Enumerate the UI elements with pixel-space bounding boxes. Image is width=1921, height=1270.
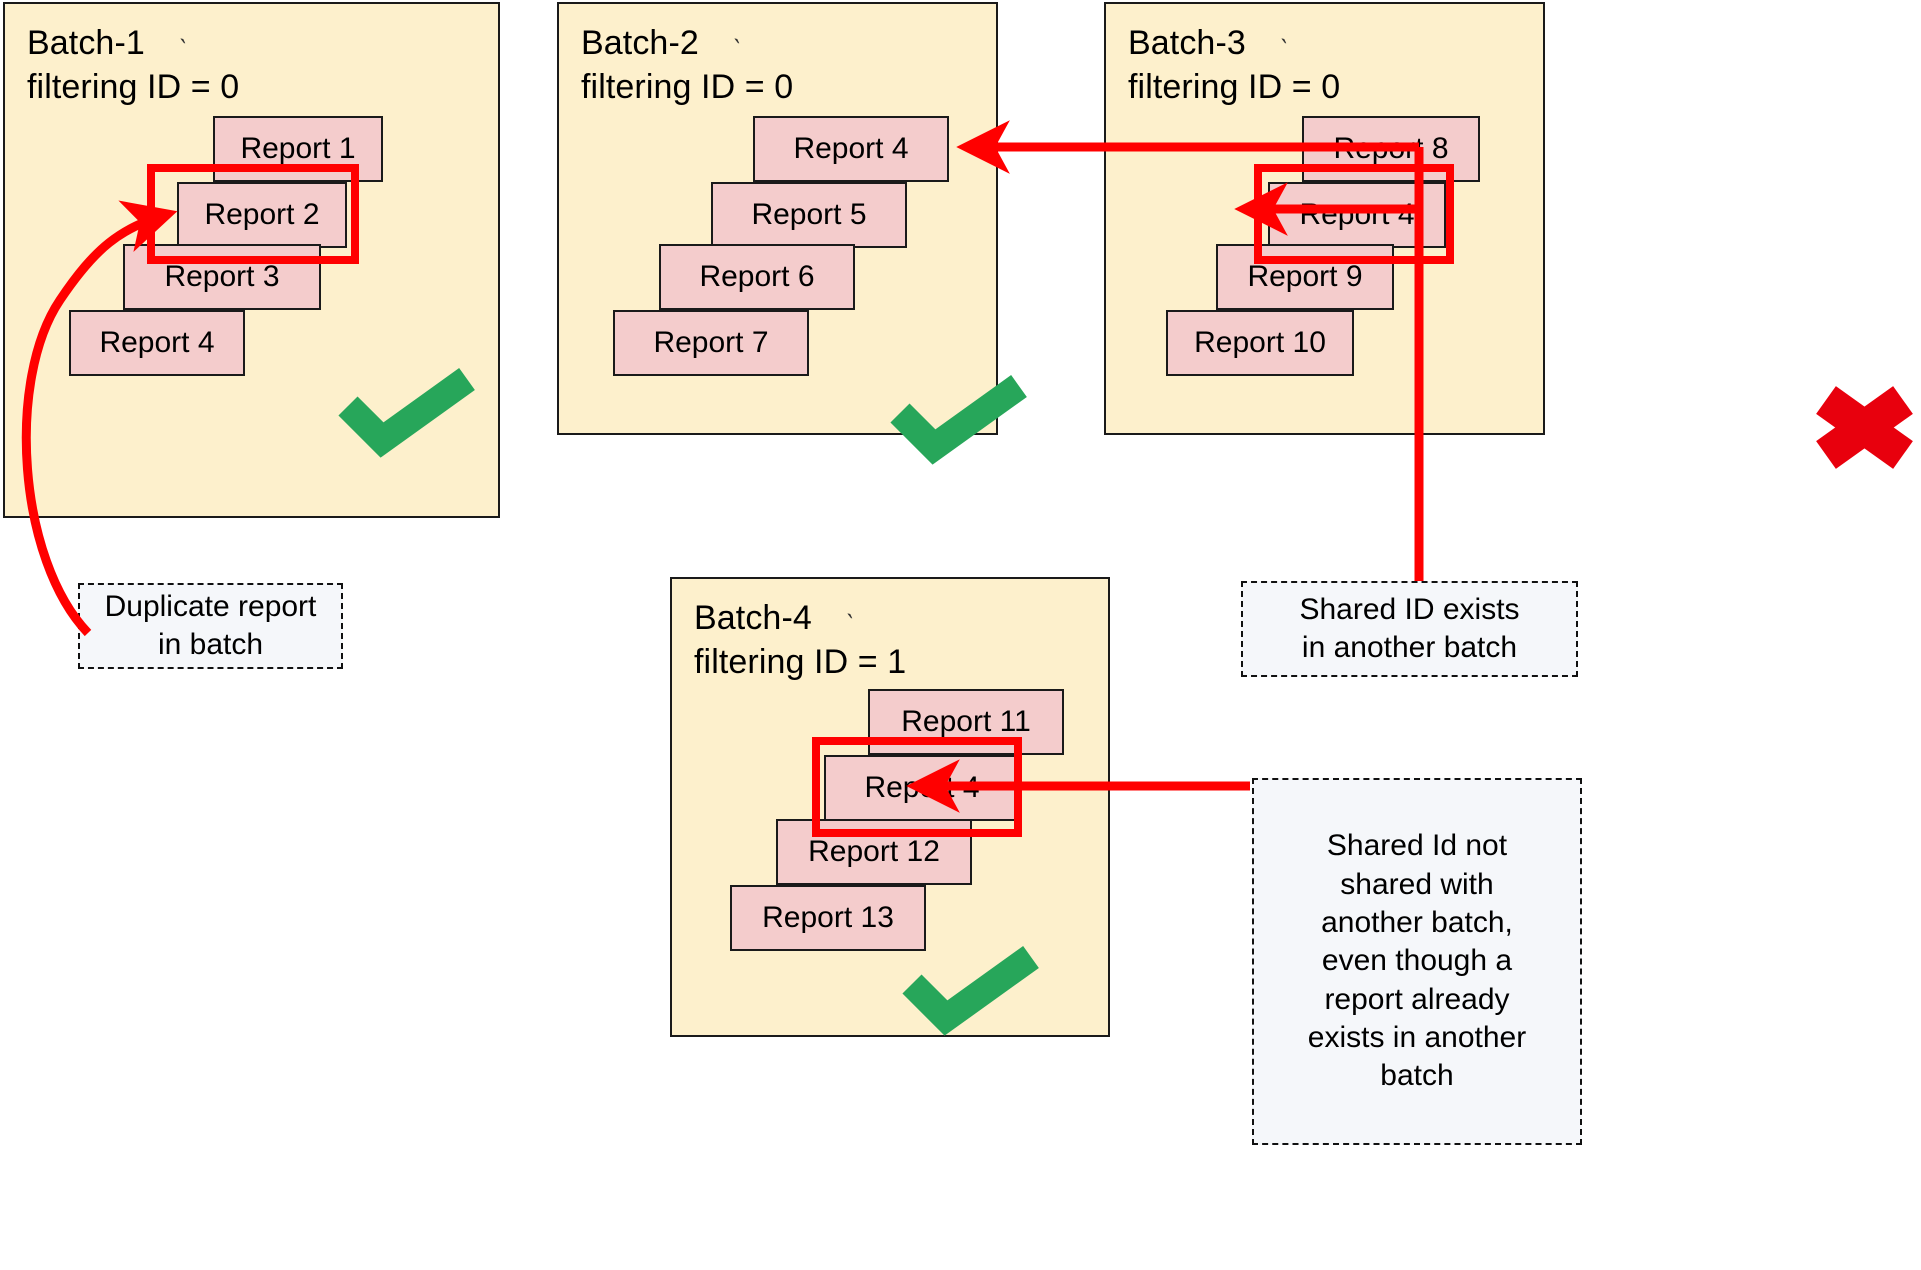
report-card[interactable]: Report 12 bbox=[776, 819, 972, 885]
report-label: Report 9 bbox=[1247, 260, 1363, 293]
report-label: Report 5 bbox=[751, 198, 867, 231]
report-label: Report 3 bbox=[164, 260, 280, 293]
report-label: Report 11 bbox=[901, 705, 1031, 738]
batch-card-batch-4: Batch-4 filtering ID = 1 ` Report 11 Rep… bbox=[670, 577, 1110, 1037]
report-card[interactable]: Report 10 bbox=[1166, 310, 1354, 376]
report-card[interactable]: Report 11 bbox=[868, 689, 1064, 755]
report-label: Report 6 bbox=[699, 260, 815, 293]
batch-title-batch-4: Batch-4 filtering ID = 1 bbox=[694, 599, 907, 681]
report-label: Report 2 bbox=[204, 198, 320, 231]
batch-card-batch-2: Batch-2 filtering ID = 0 ` Report 4 Repo… bbox=[557, 2, 998, 435]
report-card[interactable]: Report 5 bbox=[711, 182, 907, 248]
report-card[interactable]: Report 4 bbox=[69, 310, 245, 376]
report-label: Report 4 bbox=[1299, 198, 1415, 231]
report-card[interactable]: Report 13 bbox=[730, 885, 926, 951]
report-label: Report 10 bbox=[1194, 326, 1326, 359]
report-label: Report 4 bbox=[864, 771, 980, 804]
note-duplicate-report: Duplicate report in batch bbox=[78, 583, 343, 669]
report-label: Report 8 bbox=[1333, 132, 1449, 165]
report-card[interactable]: Report 7 bbox=[613, 310, 809, 376]
report-label: Report 4 bbox=[793, 132, 909, 165]
batch-title-batch-1: Batch-1 filtering ID = 0 bbox=[27, 24, 240, 106]
note-shared-id-not-shared: Shared Id not shared with another batch,… bbox=[1252, 778, 1582, 1145]
report-card[interactable]: Report 4 bbox=[753, 116, 949, 182]
note-text: Duplicate report in batch bbox=[104, 589, 317, 661]
batch-title-batch-3: Batch-3 filtering ID = 0 bbox=[1128, 24, 1341, 106]
note-text: Shared Id not shared with another batch,… bbox=[1307, 829, 1527, 1093]
report-label: Report 13 bbox=[762, 901, 894, 934]
cross-mark-icon-batch-3 bbox=[1816, 386, 1913, 469]
report-card[interactable]: Report 4 bbox=[824, 755, 1020, 821]
report-label: Report 12 bbox=[808, 835, 940, 868]
batch-card-batch-1: Batch-1 filtering ID = 0 ` Report 1 Repo… bbox=[3, 2, 500, 518]
report-card[interactable]: Report 8 bbox=[1302, 116, 1480, 182]
report-card[interactable]: Report 2 bbox=[177, 182, 347, 248]
report-card[interactable]: Report 3 bbox=[123, 244, 321, 310]
note-shared-id-exists: Shared ID exists in another batch bbox=[1241, 581, 1578, 677]
report-label: Report 4 bbox=[99, 326, 215, 359]
report-card[interactable]: Report 9 bbox=[1216, 244, 1394, 310]
report-card[interactable]: Report 4 bbox=[1268, 182, 1446, 248]
report-label: Report 1 bbox=[240, 132, 356, 165]
batch-title-batch-2: Batch-2 filtering ID = 0 bbox=[581, 24, 794, 106]
report-card[interactable]: Report 6 bbox=[659, 244, 855, 310]
batch-card-batch-3: Batch-3 filtering ID = 0 ` Report 8 Repo… bbox=[1104, 2, 1545, 435]
report-card[interactable]: Report 1 bbox=[213, 116, 383, 182]
note-text: Shared ID exists in another batch bbox=[1299, 592, 1520, 664]
report-label: Report 7 bbox=[653, 326, 769, 359]
